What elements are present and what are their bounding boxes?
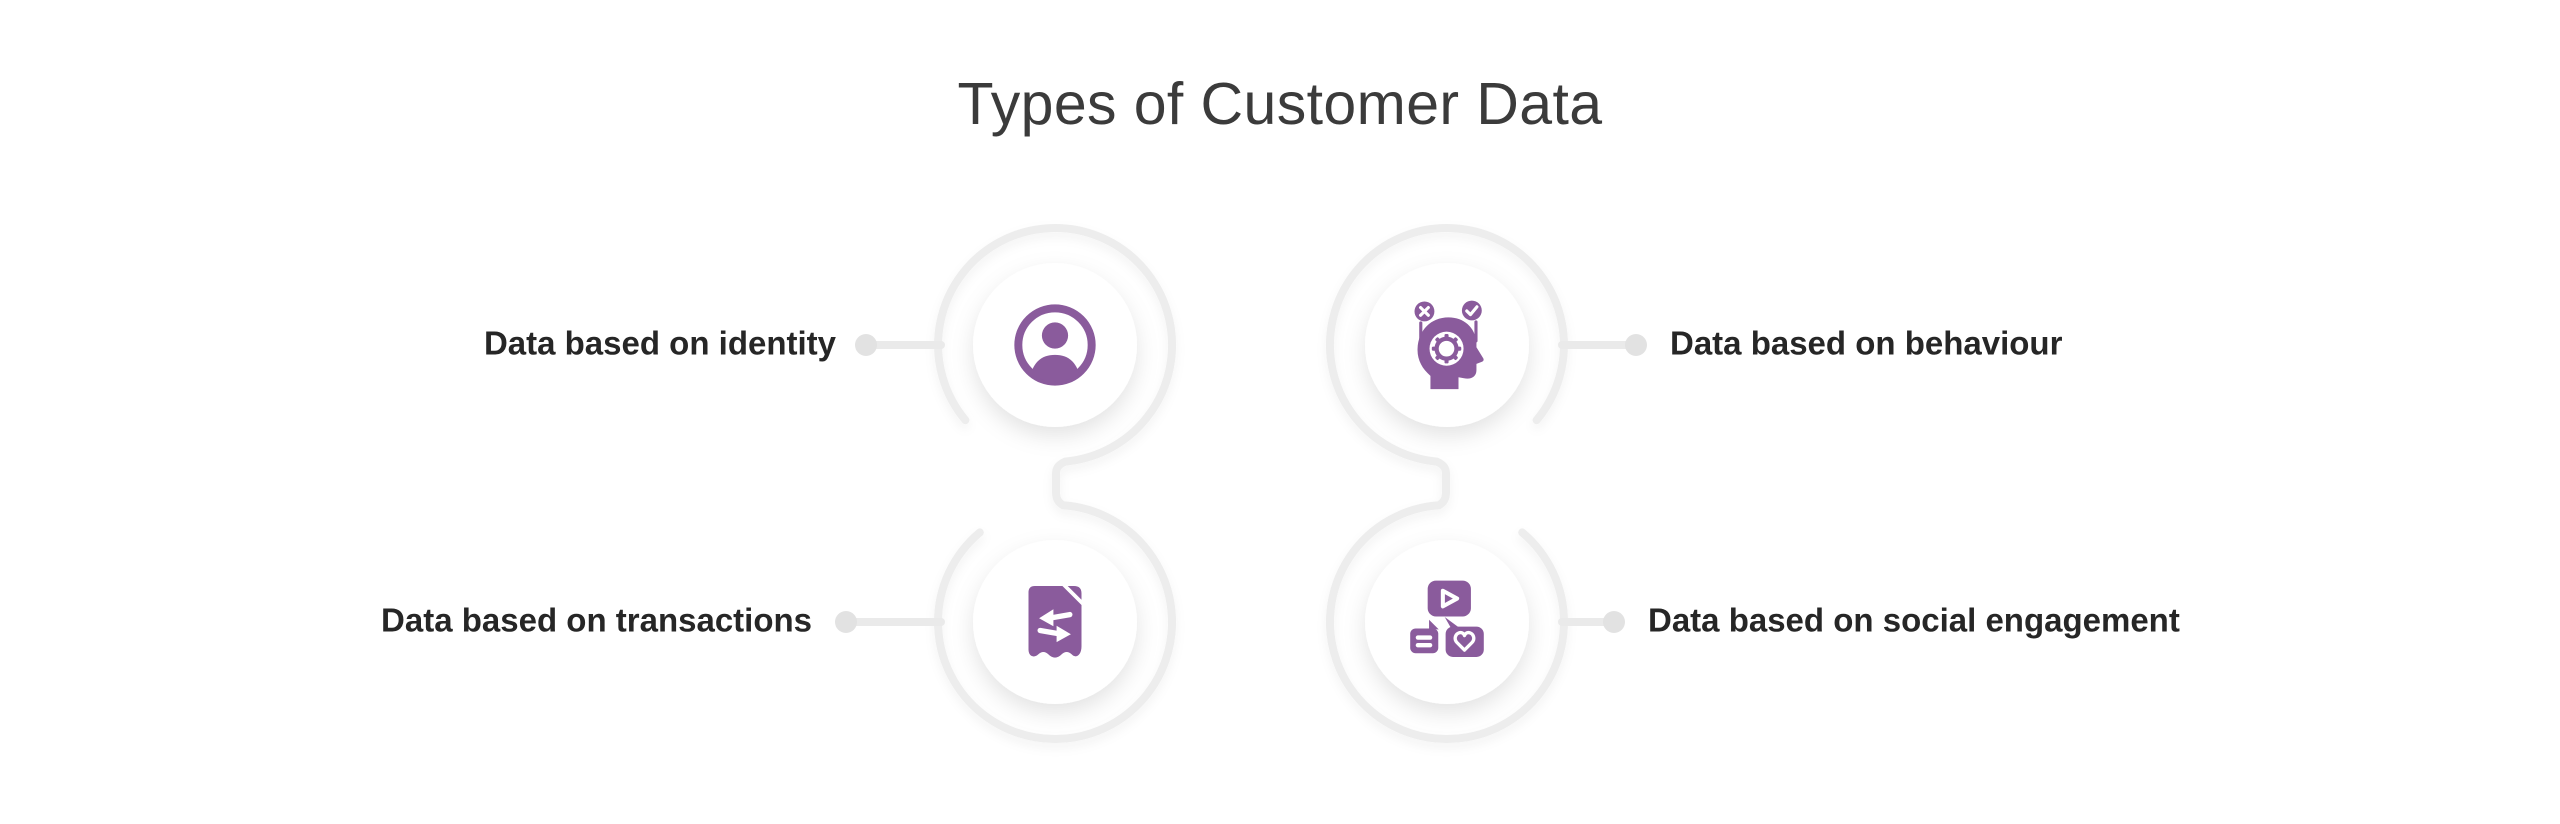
disc-social [1365, 540, 1529, 704]
ring-chain-left [934, 224, 1176, 744]
ring-chain-right [1326, 224, 1568, 744]
receipt-transfer-icon [1028, 585, 1082, 658]
connector-dot-behaviour [1625, 334, 1647, 356]
connector-dot-social [1603, 611, 1625, 633]
page-title: Types of Customer Data [957, 71, 1603, 137]
social-bubbles-icon [1410, 580, 1484, 657]
label-social: Data based on social engagement [1648, 601, 2180, 639]
label-transactions: Data based on transactions [381, 601, 812, 639]
connector-dot-identity [855, 334, 877, 356]
label-identity: Data based on identity [483, 324, 836, 362]
gear-icon [1431, 333, 1462, 364]
label-behaviour: Data based on behaviour [1670, 324, 2063, 362]
head-gear-decision-icon [1414, 300, 1484, 390]
connector-dot-transactions [835, 611, 857, 633]
user-circle-icon [1014, 304, 1096, 386]
